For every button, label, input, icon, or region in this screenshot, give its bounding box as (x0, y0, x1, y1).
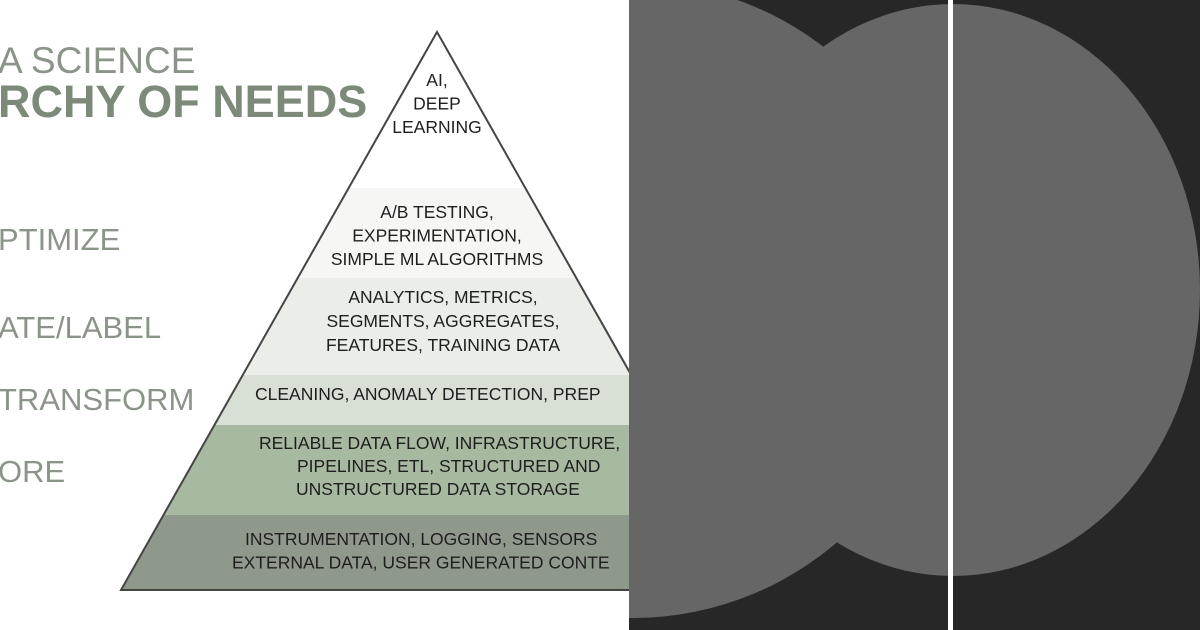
pyramid-level-2-text: SIMPLE ML ALGORITHMS (331, 249, 543, 269)
title-line-1: A SCIENCE (0, 40, 196, 81)
pyramid-level-2-text: EXPERIMENTATION, (352, 226, 522, 246)
dark-panel (629, 0, 1200, 630)
pyramid-level-1-text: LEARNING (392, 117, 481, 137)
title-line-2: RCHY OF NEEDS (0, 76, 368, 127)
hierarchy-slide: A SCIENCE RCHY OF NEEDS PTIMIZE ATE/LABE… (0, 29, 630, 591)
pyramid-level-6-text: EXTERNAL DATA, USER GENERATED CONTE (232, 553, 610, 573)
pyramid: AI, DEEP LEARNING A/B TESTING, EXPERIMENTATI… (119, 29, 630, 591)
divider (948, 0, 953, 630)
side-label-store: ORE (0, 454, 66, 489)
pyramid-level-5-text: PIPELINES, ETL, STRUCTURED AND (297, 456, 600, 476)
pyramid-level-1-text: DEEP (413, 94, 461, 114)
pyramid-level-1 (121, 32, 630, 188)
side-label-optimize: PTIMIZE (0, 222, 121, 257)
pyramid-level-3-text: ANALYTICS, METRICS, (348, 287, 537, 307)
pyramid-level-3-text: SEGMENTS, AGGREGATES, (326, 311, 559, 331)
side-label-aggregate: ATE/LABEL (0, 310, 162, 345)
pyramid-level-6-text: INSTRUMENTATION, LOGGING, SENSORS (245, 529, 597, 549)
pyramid-level-6 (121, 515, 630, 590)
pyramid-level-3-text: FEATURES, TRAINING DATA (326, 335, 560, 355)
side-label-transform: TRANSFORM (0, 382, 195, 417)
pyramid-level-1-text: AI, (426, 70, 447, 90)
pyramid-level-2-text: A/B TESTING, (380, 202, 493, 222)
pyramid-level-5-text: RELIABLE DATA FLOW, INFRASTRUCTURE, (259, 433, 620, 453)
pyramid-level-5-text: UNSTRUCTURED DATA STORAGE (296, 479, 580, 499)
pyramid-level-4-text: CLEANING, ANOMALY DETECTION, PREP (255, 384, 601, 404)
